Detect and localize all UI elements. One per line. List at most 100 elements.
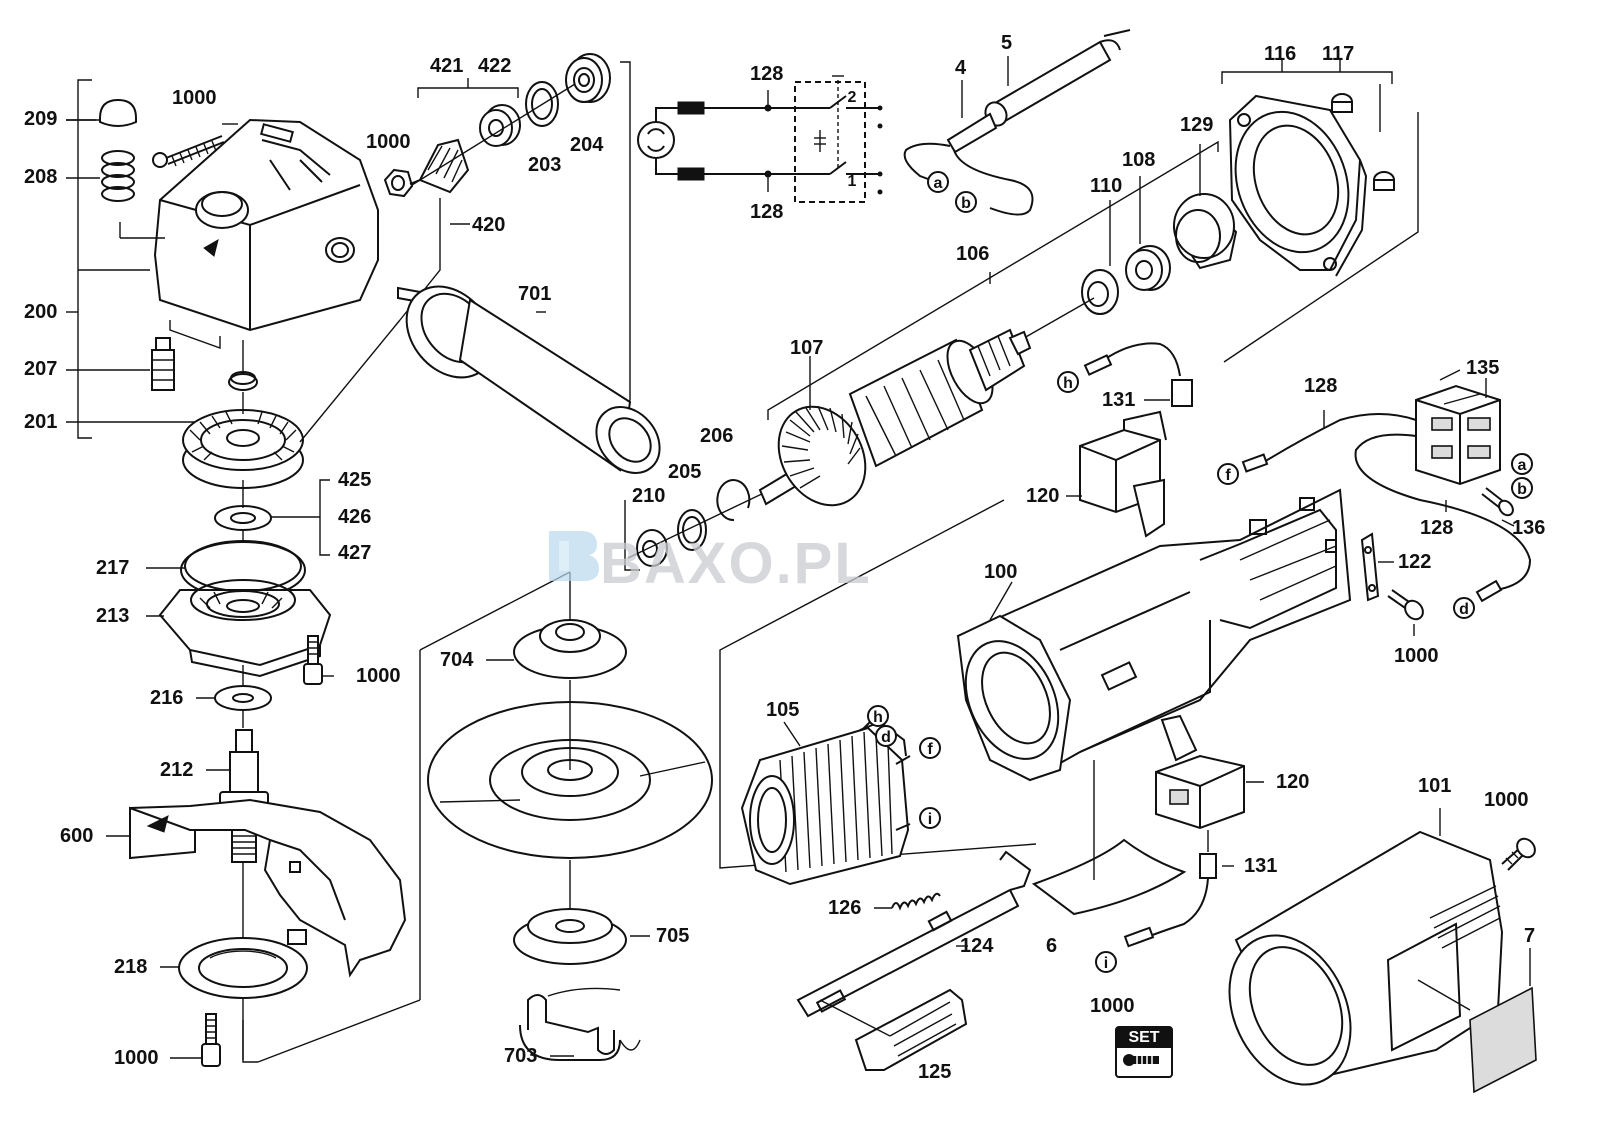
bracket-207 (169, 320, 221, 349)
set-badge-label: SET (1117, 1028, 1171, 1048)
label-128-schematic-bottom: 128 (750, 201, 784, 223)
part-212-spindle (219, 729, 269, 863)
part-201-bushing (228, 371, 258, 391)
part-200-gear-housing (119, 118, 379, 332)
label-705: 705 (656, 925, 690, 947)
part-120-brush-holder-upper (1079, 410, 1167, 538)
svg-text:d: d (881, 729, 891, 746)
label-1000-set: 1000 (1090, 995, 1135, 1017)
connector-d2: d (875, 725, 897, 747)
bracket-210 (624, 500, 640, 571)
part-110-washer (1081, 269, 1119, 315)
label-1000-clamp-screw: 1000 (1394, 645, 1439, 667)
bracket-116-117 (1221, 60, 1393, 84)
label-420: 420 (472, 214, 506, 236)
part-205-ring (677, 509, 707, 551)
switch-pin-1: 1 (848, 173, 857, 190)
part-128-leads (1241, 413, 1532, 603)
part-122-clamp (1360, 532, 1380, 602)
part-209-cap (99, 98, 137, 127)
label-120-lower: 120 (1276, 771, 1310, 793)
label-100: 100 (984, 561, 1018, 583)
part-426-washer (214, 505, 272, 531)
part-100-motor-housing (956, 488, 1352, 782)
part-1000-cover-screw (1501, 837, 1536, 871)
watermark-logo-icon (549, 531, 599, 581)
part-7-label (1469, 986, 1537, 1094)
connector-h2: h (867, 705, 889, 727)
label-leaders (66, 56, 1515, 1059)
connector-i1: i (919, 807, 941, 829)
watermark-text: BAXO.PL (600, 531, 872, 596)
connector-d1: d (1453, 597, 1475, 619)
svg-text:d: d (1459, 601, 1469, 618)
bracket-106 (767, 140, 1219, 420)
part-126-spring (891, 892, 941, 911)
armature-axis-left (627, 489, 771, 559)
bracket-421-422 (417, 78, 519, 98)
label-704: 704 (440, 649, 474, 671)
svg-text:a: a (934, 175, 943, 192)
set-badge: SET (1115, 1026, 1173, 1078)
label-101: 101 (1418, 775, 1452, 797)
label-124: 124 (960, 935, 994, 957)
label-6: 6 (1046, 935, 1058, 957)
label-212: 212 (160, 759, 194, 781)
label-106: 106 (956, 243, 990, 265)
part-701-side-handle (397, 285, 661, 474)
label-122: 122 (1398, 551, 1432, 573)
label-208: 208 (24, 166, 58, 188)
part-4-cable-leads (903, 142, 1034, 216)
part-108-bearing (1125, 245, 1171, 291)
label-105: 105 (766, 699, 800, 721)
label-421: 421 (430, 55, 464, 77)
connector-f2: f (919, 737, 941, 759)
svg-text:a: a (1518, 457, 1527, 474)
part-1000-nut (383, 168, 414, 198)
label-135: 135 (1466, 357, 1500, 379)
part-large-bevel-gear (182, 409, 304, 489)
part-218-clamping-band (178, 929, 308, 999)
label-216: 216 (150, 687, 184, 709)
part-213-bearing-flange (158, 579, 332, 678)
label-116: 116 (1264, 43, 1297, 65)
label-7: 7 (1524, 925, 1536, 947)
part-208-spring (101, 150, 135, 202)
connector-a1: a (927, 171, 949, 193)
screw-icon (1123, 1054, 1159, 1066)
grinding-disc (427, 701, 713, 859)
part-135-switch-block (1415, 369, 1501, 486)
part-421-pinion (409, 138, 470, 194)
connector-i2: i (1095, 951, 1117, 973)
part-117-sleeve-b (1373, 171, 1395, 191)
label-131-lower: 131 (1244, 855, 1278, 877)
part-136-screw (1481, 487, 1514, 517)
part-125-slide-knob (854, 988, 968, 1071)
label-209: 209 (24, 108, 58, 130)
label-108: 108 (1122, 149, 1156, 171)
label-5: 5 (1001, 32, 1013, 54)
label-703: 703 (504, 1045, 538, 1067)
connector-a2: a (1511, 453, 1533, 475)
label-203: 203 (528, 154, 562, 176)
part-131-connector-upper (1083, 342, 1193, 407)
label-1000-nut: 1000 (366, 131, 411, 153)
label-4: 4 (955, 57, 967, 79)
bracket-disc-top (419, 571, 571, 651)
bracket-425-427 (270, 479, 330, 556)
part-204-bearing (565, 53, 611, 103)
label-1000-band-screw: 1000 (114, 1047, 159, 1069)
label-131-upper: 131 (1102, 389, 1136, 411)
label-204: 204 (570, 134, 604, 156)
part-117-sleeve-a (1331, 93, 1353, 113)
bracket-218 (242, 1020, 258, 1063)
label-206: 206 (700, 425, 734, 447)
part-1000-clamp-screw (1387, 589, 1424, 621)
label-218: 218 (114, 956, 148, 978)
svg-text:f: f (1225, 467, 1231, 484)
part-107-armature (758, 297, 1095, 507)
svg-text:f: f (927, 741, 933, 758)
svg-text:b: b (961, 195, 971, 212)
part-1000-screw-housing (152, 123, 238, 168)
connector-f1: f (1217, 463, 1239, 485)
